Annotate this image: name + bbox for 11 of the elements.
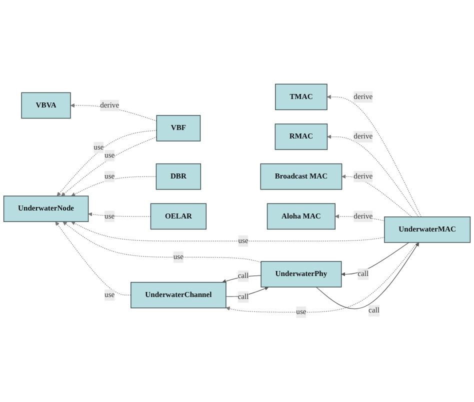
- arrow: [71, 221, 385, 242]
- arrow: [327, 134, 419, 218]
- arrow: [55, 221, 132, 296]
- arrow: [342, 174, 412, 218]
- arrow: [326, 94, 422, 218]
- arrow: [88, 212, 152, 217]
- arrow: [341, 242, 410, 276]
- arrow: [70, 103, 157, 122]
- arrow: [71, 176, 157, 196]
- arrow: [62, 221, 262, 263]
- arrow: [316, 242, 420, 310]
